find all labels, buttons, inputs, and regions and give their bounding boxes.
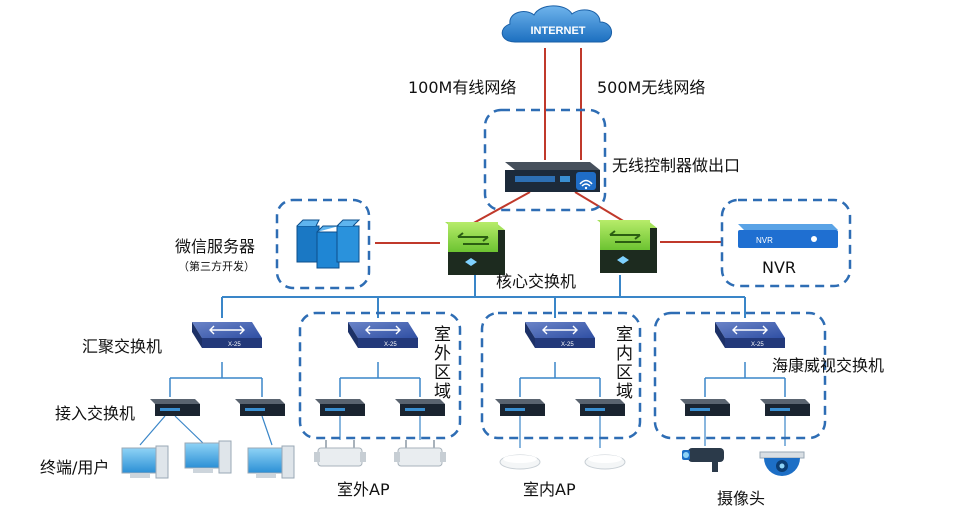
wireless-controller-icon [505,162,600,192]
nvr-device-text: NVR [756,236,773,245]
wechat-server-zone [275,198,371,290]
internet-cloud-icon: INTERNET [501,5,612,43]
hikvision-switch-label: 海康威视交换机 [772,356,885,375]
access-switch-label: 接入交换机 [55,404,136,423]
wechat-server-note: （第三方开发） [178,260,255,273]
aggregation-switch-label: 汇聚交换机 [82,337,163,356]
outdoor-access-switch-1-icon [315,399,365,416]
access-switch-2-icon [235,399,285,416]
access-switch-icons [150,399,810,416]
controller-to-core-left-line [469,191,531,226]
controller-to-core-right-line [574,191,626,223]
bullet-camera-icon [682,448,724,472]
indoor-zone [480,311,642,440]
core-distribution-lines [221,275,746,318]
controller-zone [483,108,607,212]
hikvision-switch-icon: X-25 [715,322,785,348]
outdoor-ap-2-icon [394,440,446,467]
pc-2-icon [184,440,232,474]
wireless-link-label: 500M无线网络 [597,78,706,97]
hik-access-switch-2-icon [760,399,810,416]
core-switch-right-icon [597,220,657,273]
aggregation-switch-icon: X-25 [192,322,262,348]
wechat-server-label: 微信服务器 [175,237,256,256]
internet-label: INTERNET [531,25,586,37]
wechat-server-icon [296,219,361,269]
pc-1-icon [121,445,169,479]
indoor-ap-icons [499,454,626,470]
switch-model-text: X-25 [751,342,764,348]
access-switch-1-icon [150,399,200,416]
indoor-ap-1-icon [499,454,541,470]
controller-label: 无线控制器做出口 [612,156,741,175]
access-distribution-lines [169,362,786,397]
outdoor-switch-icon: X-25 [348,322,418,348]
camera-icons [682,448,805,476]
dome-camera-icon [759,451,805,476]
switch-model-text: X-25 [561,342,574,348]
outdoor-ap-label: 室外AP [337,480,390,499]
endpoint-lines [139,415,786,448]
outdoor-access-switch-2-icon [395,399,445,416]
outdoor-zone [298,311,462,440]
nvr-zone [720,198,852,288]
core-switch-left-icon [445,222,505,275]
indoor-access-switch-2-icon [575,399,625,416]
indoor-zone-label: 室内区域 [612,325,632,401]
pc-3-icon [247,445,295,479]
hik-access-switch-1-icon [680,399,730,416]
core-switch-label: 核心交换机 [496,272,577,291]
outdoor-ap-icons [314,440,446,467]
outdoor-ap-1-icon [314,440,366,467]
indoor-ap-label: 室内AP [523,480,576,499]
camera-label: 摄像头 [717,489,766,508]
hikvision-zone [653,311,827,440]
wired-link-label: 100M有线网络 [408,78,517,97]
indoor-switch-icon: X-25 [525,322,595,348]
terminal-label: 终端/用户 [40,458,110,477]
terminal-pc-icons [121,440,295,479]
switch-model-text: X-25 [228,342,241,348]
switch-model-text: X-25 [384,342,397,348]
indoor-access-switch-1-icon [495,399,545,416]
indoor-ap-2-icon [584,454,626,470]
outdoor-zone-label: 室外区域 [430,325,450,401]
nvr-device-icon: NVR [738,224,838,248]
nvr-label: NVR [762,258,797,277]
